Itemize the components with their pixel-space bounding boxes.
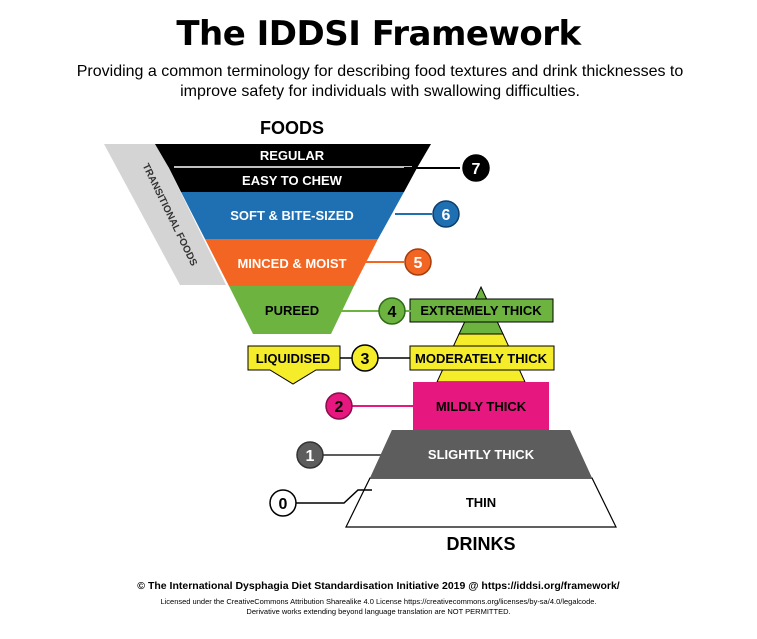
level-6-circle — [432, 200, 460, 228]
level-0-circle — [269, 489, 297, 517]
level-3-drink-band — [409, 345, 555, 371]
level-3-food-label: LIQUIDISED — [256, 351, 330, 366]
level-7-number: 7 — [472, 161, 481, 178]
level-5-circle — [404, 248, 432, 276]
level-1-number: 1 — [306, 448, 315, 465]
derivative-line: Derivative works extending beyond langua… — [246, 607, 511, 616]
level-2-number: 2 — [335, 399, 344, 416]
level-5-band — [205, 239, 378, 286]
level-1-circle — [296, 441, 324, 469]
level-2-circle — [325, 392, 353, 420]
level-4-circle — [378, 297, 406, 325]
level-5-number: 5 — [414, 255, 423, 272]
copyright-line: © The International Dysphagia Diet Stand… — [137, 580, 620, 592]
level-7-regular-band — [155, 144, 431, 168]
level-5-label: MINCED & MOIST — [237, 256, 346, 271]
level-7-circle — [462, 154, 490, 182]
transitional-foods-band — [104, 144, 226, 285]
license-line: Licensed under the CreativeCommons Attri… — [160, 597, 597, 606]
level-3-number: 3 — [361, 351, 370, 368]
level-0-drink-label: THIN — [466, 495, 496, 510]
level-2-drink-wide — [413, 382, 549, 430]
level-4-number: 4 — [388, 304, 397, 321]
level-6-number: 6 — [442, 207, 451, 224]
level-7-easy-to-chew-band — [169, 168, 417, 192]
level-1-drink-wide — [370, 430, 592, 478]
page-title: The IDDSI Framework — [176, 14, 581, 54]
drinks-heading: DRINKS — [446, 534, 515, 554]
subtitle: Providing a common terminology for descr… — [76, 63, 684, 100]
level-3-circle — [351, 344, 379, 372]
level-4-food-band — [229, 286, 354, 334]
level-0-connector — [296, 489, 372, 504]
level-6-label: SOFT & BITE-SIZED — [230, 208, 354, 223]
level-6-band — [181, 192, 404, 239]
level-2-drink-label: MILDLY THICK — [436, 399, 527, 414]
level-7-regular-label: REGULAR — [260, 148, 325, 163]
level-1-drink-label: SLIGHTLY THICK — [428, 447, 535, 462]
foods-heading: FOODS — [260, 118, 324, 138]
level-4-drink-label: EXTREMELY THICK — [420, 303, 542, 318]
level-4-food-label: PUREED — [265, 303, 319, 318]
level-3-drink-label: MODERATELY THICK — [415, 351, 548, 366]
level-7-easy-to-chew-label: EASY TO CHEW — [242, 173, 343, 188]
license-text: Licensed under the CreativeCommons Attri… — [0, 597, 757, 617]
level-3-food-band — [247, 345, 341, 385]
level-4-drink-band — [409, 298, 554, 323]
level-0-number: 0 — [279, 496, 288, 513]
